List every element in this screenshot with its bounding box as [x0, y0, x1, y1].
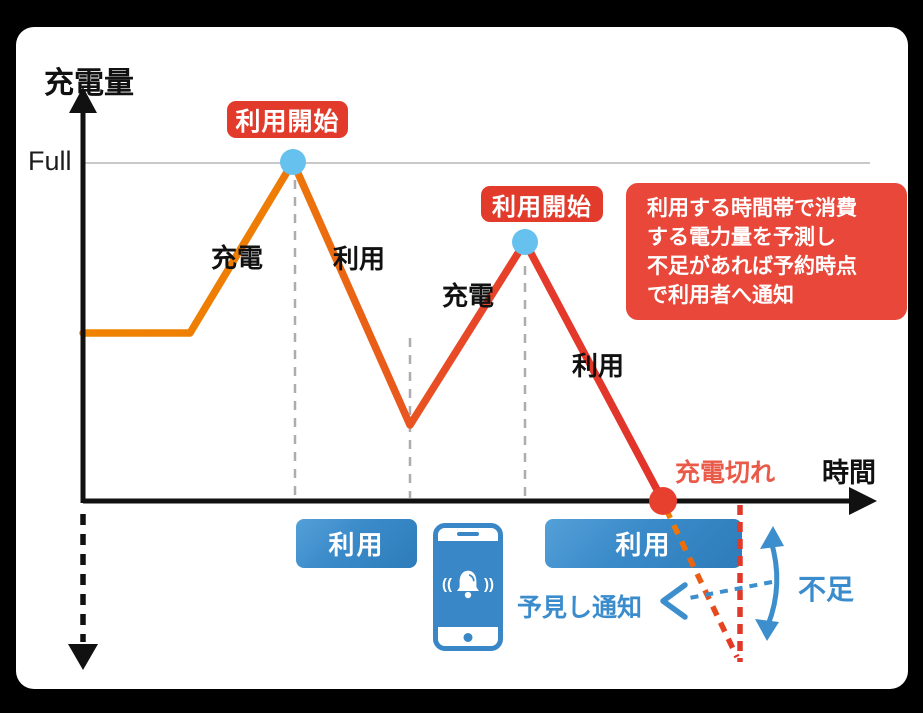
usage-start-badge-2-label: 利用開始: [492, 193, 592, 221]
usage-band-1: 利用: [296, 519, 417, 568]
prediction-callout-box: 利用する時間帯で消費 する電力量を予測し 不足があれば予約時点 で利用者へ通知: [626, 183, 907, 320]
callout-line: で利用者へ通知: [647, 284, 794, 307]
y-axis-label: 充電量: [44, 67, 134, 100]
usage-band-2-label: 利用: [615, 530, 672, 560]
full-label: Full: [28, 146, 72, 176]
usage-start-badge-2: 利用開始: [481, 186, 603, 222]
callout-line: 利用する時間帯で消費: [647, 197, 857, 220]
use-segment-label-2: 利用: [572, 351, 625, 381]
x-axis-label: 時間: [822, 458, 876, 488]
use-segment-label-1: 利用: [333, 244, 386, 274]
phone-screen: (( )): [437, 541, 499, 627]
callout-line: 不足があれば予約時点: [647, 255, 857, 278]
ring-wave-left-icon: ((: [442, 575, 452, 593]
ring-wave-right-icon: )): [484, 575, 494, 593]
usage-band-2: 利用: [545, 519, 742, 568]
charge-segment-label-1: 充電: [211, 243, 264, 273]
charge-segment-label-2: 充電: [442, 281, 495, 311]
smartphone-icon: (( )): [433, 523, 503, 651]
phone-speaker-dash: [457, 532, 479, 536]
bell-icon: [456, 570, 480, 599]
shortage-label: 不足: [798, 574, 855, 605]
out-of-charge-label: 充電切れ: [675, 459, 776, 487]
usage-start-badge-1-label: 利用開始: [235, 107, 340, 136]
callout-line: する電力量を予測し: [647, 226, 836, 249]
phone-home-button: [463, 633, 473, 642]
notify-label: 予見し通知: [517, 594, 643, 622]
usage-band-1-label: 利用: [328, 530, 385, 560]
usage-start-badge-1: 利用開始: [227, 101, 348, 138]
